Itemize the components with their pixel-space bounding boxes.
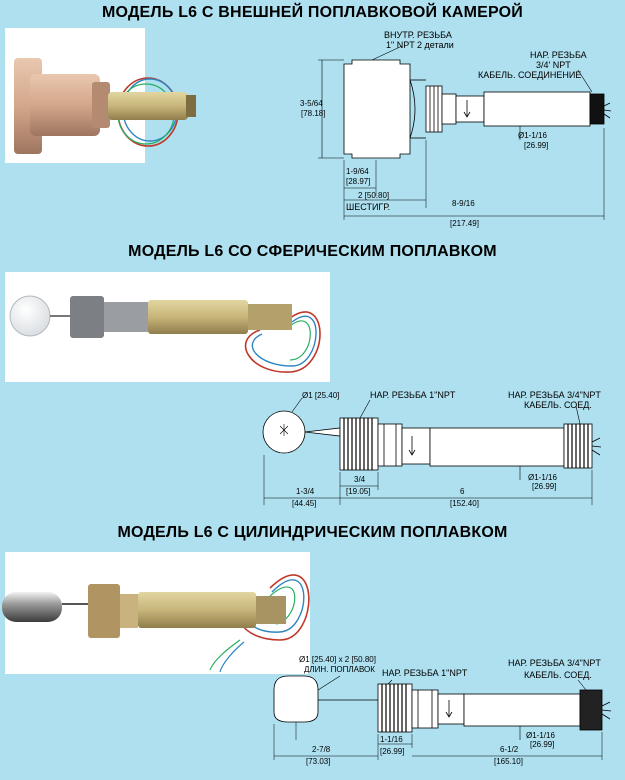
photo-spherical-float-switch [5,272,330,382]
dim-d3-mm: [152.40] [450,499,479,508]
dim-diameter-in: Ø1-1/16 [518,131,547,140]
dim-d2-in: 1-1/16 [380,735,403,744]
dim-d1-mm: [44.45] [292,499,316,508]
dim-width1-mm: [28.97] [346,177,370,186]
dim-d1-mm: [73.03] [306,757,330,766]
dim-width1-in: 1-9/64 [346,167,369,176]
dim-diameter-in: Ø1-1/16 [526,731,555,740]
drawing-cylindrical-float [273,675,612,760]
dim-diameter-mm: [26.99] [530,740,554,749]
photo-external-chamber-switch [5,28,196,163]
dim-total-in: 8-9/16 [452,199,475,208]
dim-d3-in: 6-1/2 [500,745,519,754]
dim-d3-mm: [165.10] [494,757,523,766]
photo-cylindrical-float-switch [2,552,310,674]
dim-d2-in: 3/4 [354,475,366,484]
dim-total-mm: [217.49] [450,219,479,228]
label-thread-34in: НАР. РЕЗЬБА 3/4"NPT [508,658,601,668]
label-thread-1in: НАР. РЕЗЬБА 1"NPT [370,390,456,400]
label-outer-thread-size: 3/4' NPT [536,60,571,70]
section-title-spherical-float: МОДЕЛЬ L6 СО СФЕРИЧЕСКИМ ПОПЛАВКОМ [128,243,497,260]
dim-diameter-mm: [26.99] [532,482,556,491]
dim-hex-size: 2 [50.80] [358,191,389,200]
dim-float-size: Ø1 [25.40] x 2 [50.80] [299,655,376,664]
label-outer-thread: НАР. РЕЗЬБА [530,50,587,60]
dim-diameter-in: Ø1-1/16 [528,473,557,482]
label-cable: КАБЕЛЬ. СОЕД. [524,670,592,680]
dim-d3-in: 6 [460,487,465,496]
drawing-external-chamber [318,45,612,220]
dim-ball-diameter: Ø1 [25.40] [302,391,339,400]
label-cable-connection: КАБЕЛЬ. СОЕДИНЕНИЕ [478,70,581,80]
dim-d1-in: 2-7/8 [312,745,331,754]
drawing-spherical-float [262,397,602,505]
label-inner-thread: ВНУТР. РЕЗЬБА [384,30,452,40]
dim-diameter-mm: [26.99] [524,141,548,150]
dim-d2-mm: [26.99] [380,747,404,756]
section-title-cylindrical-float: МОДЕЛЬ L6 С ЦИЛИНДРИЧЕСКИМ ПОПЛАВКОМ [117,524,508,541]
label-cable: КАБЕЛЬ. СОЕД. [524,400,592,410]
dim-height-in: 3-5/64 [300,99,323,108]
label-thread-1in: НАР. РЕЗЬБА 1"NPT [382,668,468,678]
label-inner-thread-size: 1" NPT 2 детали [386,40,454,50]
dim-d1-in: 1-3/4 [296,487,315,496]
label-long-float: ДЛИН. ПОПЛАВОК [304,665,375,674]
label-thread-34in: НАР. РЕЗЬБА 3/4"NPT [508,390,601,400]
label-hex: ШЕСТИГР. [346,202,390,212]
section-title-external-chamber: МОДЕЛЬ L6 С ВНЕШНЕЙ ПОПЛАВКОВОЙ КАМЕРОЙ [101,4,524,21]
dim-d2-mm: [19.05] [346,487,370,496]
dim-height-mm: [78.18] [301,109,325,118]
